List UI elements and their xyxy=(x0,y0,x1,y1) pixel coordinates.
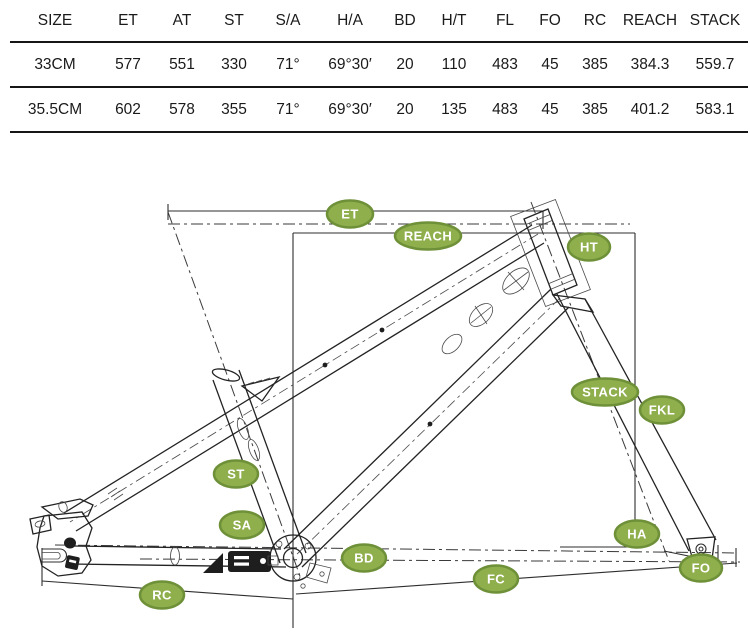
svg-text:HT: HT xyxy=(580,240,598,255)
header-cell: REACH xyxy=(618,0,682,43)
header-cell: H/A xyxy=(316,0,384,43)
table-row: 33CM 577 551 330 71° 69°30′ 20 110 483 4… xyxy=(10,42,748,88)
header-cell: FL xyxy=(482,0,528,43)
dimension-badges: ET REACH HT STACK FKL ST xyxy=(138,199,724,610)
label-bd: BD xyxy=(340,543,388,573)
label-reach: REACH xyxy=(393,221,463,251)
svg-text:BD: BD xyxy=(354,551,374,566)
svg-text:STACK: STACK xyxy=(582,385,628,400)
header-cell: RC xyxy=(572,0,618,43)
header-cell: BD xyxy=(384,0,426,43)
table-cell: 110 xyxy=(426,42,482,88)
label-et: ET xyxy=(325,199,375,229)
rear-dropout xyxy=(29,487,124,577)
table-cell: 578 xyxy=(156,87,208,133)
header-cell: ST xyxy=(208,0,260,43)
table-cell: 559.7 xyxy=(682,42,748,88)
label-stack: STACK xyxy=(570,377,640,407)
label-ht: HT xyxy=(566,232,612,262)
header-row: SIZE ET AT ST S/A H/A BD H/T FL FO RC RE… xyxy=(10,0,748,43)
tube-section-marks xyxy=(441,267,530,355)
chain-guide xyxy=(203,551,279,573)
table-cell: 20 xyxy=(384,87,426,133)
table-cell: 33CM xyxy=(10,42,100,88)
label-ha: HA xyxy=(613,519,661,549)
label-rc: RC xyxy=(138,580,186,610)
table-cell: 45 xyxy=(528,87,572,133)
table-cell: 355 xyxy=(208,87,260,133)
svg-text:REACH: REACH xyxy=(404,229,452,244)
table-cell: 483 xyxy=(482,87,528,133)
table-cell: 384.3 xyxy=(618,42,682,88)
label-fkl: FKL xyxy=(638,395,686,425)
svg-text:FKL: FKL xyxy=(649,403,675,418)
header-cell: S/A xyxy=(260,0,316,43)
svg-text:ET: ET xyxy=(341,207,358,222)
head-tube xyxy=(510,198,591,308)
table-cell: 551 xyxy=(156,42,208,88)
label-st: ST xyxy=(212,459,260,489)
table-cell: 45 xyxy=(528,42,572,88)
header-cell: AT xyxy=(156,0,208,43)
label-fc: FC xyxy=(472,564,520,594)
header-cell: ET xyxy=(100,0,156,43)
dimension-lines xyxy=(41,201,741,628)
svg-text:SA: SA xyxy=(233,518,252,533)
svg-text:FC: FC xyxy=(487,572,505,587)
header-cell: H/T xyxy=(426,0,482,43)
table-cell: 135 xyxy=(426,87,482,133)
table-cell: 385 xyxy=(572,87,618,133)
frame-tubes xyxy=(63,224,570,568)
header-cell: FO xyxy=(528,0,572,43)
table-cell: 20 xyxy=(384,42,426,88)
label-sa: SA xyxy=(218,510,266,540)
table-cell: 401.2 xyxy=(618,87,682,133)
table-cell: 69°30′ xyxy=(316,42,384,88)
table-cell: 577 xyxy=(100,42,156,88)
svg-text:FO: FO xyxy=(692,561,711,576)
seat-cluster xyxy=(236,375,281,461)
table-cell: 483 xyxy=(482,42,528,88)
table-cell: 71° xyxy=(260,87,316,133)
header-cell: STACK xyxy=(682,0,748,43)
table-row: 35.5CM 602 578 355 71° 69°30′ 20 135 483… xyxy=(10,87,748,133)
cable-bosses xyxy=(322,327,433,427)
table-cell: 35.5CM xyxy=(10,87,100,133)
table-cell: 385 xyxy=(572,42,618,88)
geometry-table: SIZE ET AT ST S/A H/A BD H/T FL FO RC RE… xyxy=(10,0,748,133)
table-cell: 71° xyxy=(260,42,316,88)
header-cell: SIZE xyxy=(10,0,100,43)
table-cell: 69°30′ xyxy=(316,87,384,133)
label-fo: FO xyxy=(678,553,724,583)
svg-text:ST: ST xyxy=(227,467,244,482)
table-cell: 583.1 xyxy=(682,87,748,133)
table-cell: 602 xyxy=(100,87,156,133)
table-cell: 330 xyxy=(208,42,260,88)
svg-text:HA: HA xyxy=(627,527,647,542)
svg-text:RC: RC xyxy=(152,588,172,603)
